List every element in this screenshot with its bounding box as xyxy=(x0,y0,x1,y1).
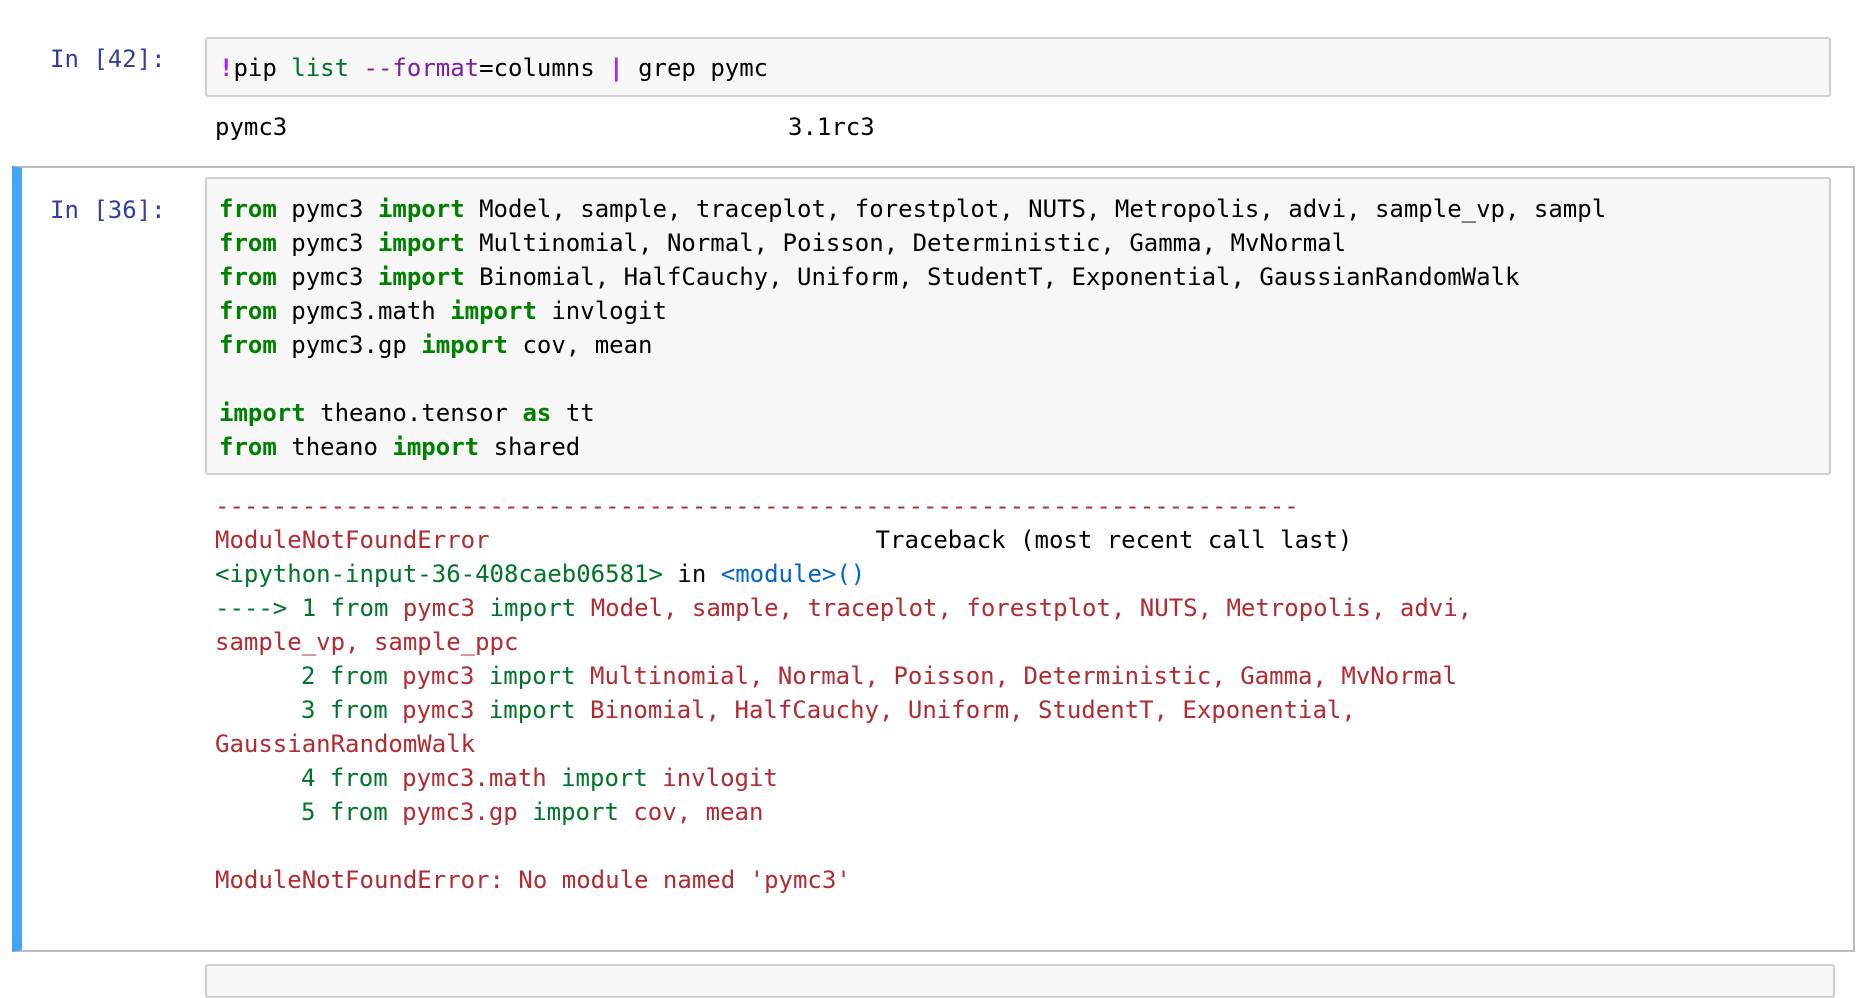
grep-cmd: grep pymc xyxy=(638,54,769,82)
code-line: from pymc3 import Binomial, HalfCauchy, … xyxy=(219,263,1520,291)
traceback-line-5: 5 from pymc3.gp import cov, mean xyxy=(301,798,764,826)
cell-42-prompt: In [42]: xyxy=(50,45,166,73)
code-line: from pymc3.math import invlogit xyxy=(219,297,667,325)
cell-42-output-version: 3.1rc3 xyxy=(788,113,875,141)
code-line: import theano.tensor as tt xyxy=(219,399,595,427)
format-opt: --format xyxy=(363,54,480,82)
code-line: from pymc3 import Model, sample, tracepl… xyxy=(219,195,1607,223)
code-line: from pymc3 import Multinomial, Normal, P… xyxy=(219,229,1347,257)
traceback-dashes: ----------------------------------------… xyxy=(215,492,1299,520)
pip-cmd: pip xyxy=(233,54,277,82)
cell-36-code: from pymc3 import Model, sample, tracepl… xyxy=(219,192,1606,464)
code-line: from theano import shared xyxy=(219,433,581,461)
traceback-blank-line xyxy=(215,829,1472,863)
bang: ! xyxy=(219,54,234,82)
code-blank-line xyxy=(219,362,1606,396)
format-val: columns xyxy=(493,54,595,82)
cell-42-output-package: pymc3 xyxy=(215,113,288,141)
traceback-line-3: 3 from pymc3 import Binomial, HalfCauchy… xyxy=(301,696,1356,724)
cell-42-input[interactable]: !pip list --format=columns | grep pymc xyxy=(205,37,1831,97)
final-error-message: ModuleNotFoundError: No module named 'py… xyxy=(215,866,851,894)
list-arg: list xyxy=(291,54,350,82)
traceback-line-1: ----> 1 from pymc3 import Model, sample,… xyxy=(215,594,1473,622)
code-line: from pymc3.gp import cov, mean xyxy=(219,331,653,359)
traceback-line-3-cont: GaussianRandomWalk xyxy=(215,730,476,758)
next-cell-input[interactable] xyxy=(205,964,1835,998)
traceback-input-line: <ipython-input-36-408caeb06581> in <modu… xyxy=(215,560,866,588)
traceback-line-4: 4 from pymc3.math import invlogit xyxy=(301,764,778,792)
cell-36-selected[interactable] xyxy=(12,166,1855,952)
pipe-symbol: | xyxy=(609,54,624,82)
eq-sign: = xyxy=(479,54,494,82)
traceback-line-2: 2 from pymc3 import Multinomial, Normal,… xyxy=(301,662,1457,690)
traceback-line-1-cont: sample_vp, sample_ppc xyxy=(215,628,519,656)
cell-42-code: !pip list --format=columns | grep pymc xyxy=(219,51,768,85)
cell-36-input[interactable]: from pymc3 import Model, sample, tracepl… xyxy=(205,177,1831,475)
traceback-output: ----------------------------------------… xyxy=(215,489,1472,897)
cell-36-prompt: In [36]: xyxy=(50,196,166,224)
